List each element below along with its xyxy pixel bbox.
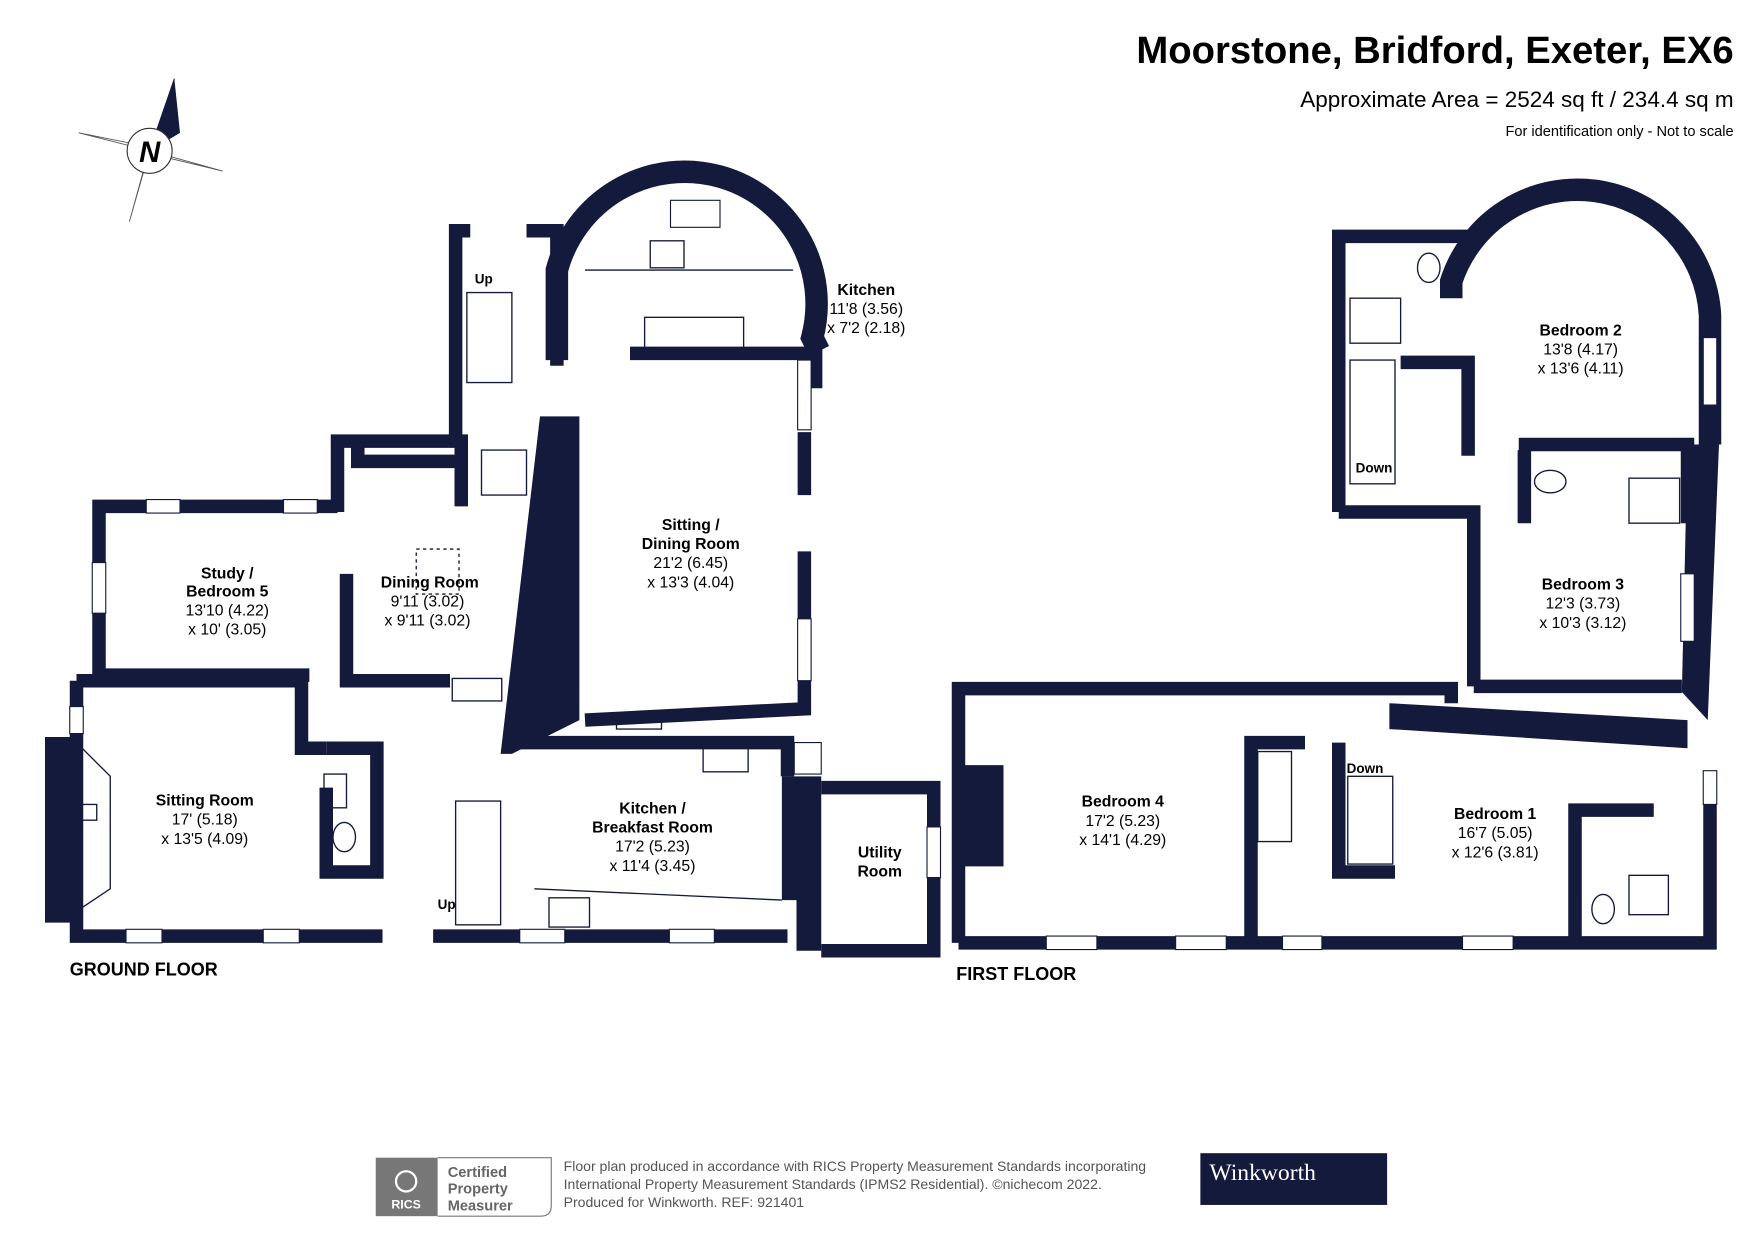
room-name: Kitchen / [619, 800, 686, 817]
room-name: Bedroom 3 [1542, 577, 1625, 594]
room-dimension: x 11'4 (3.45) [610, 858, 696, 875]
footer-text: International Property Measurement Stand… [564, 1176, 1102, 1192]
property-title: Moorstone, Bridford, Exeter, EX6 [1136, 29, 1733, 72]
room-name: Kitchen [837, 282, 895, 299]
room-bedroom-3: Bedroom 3 12'3 (3.73) x 10'3 (3.12) [1539, 577, 1626, 632]
scale-note: For identification only - Not to scale [1505, 124, 1733, 140]
room-name: Bedroom 5 [186, 583, 269, 600]
room-dining-room: Dining Room 9'11 (3.02) x 9'11 (3.02) [381, 574, 479, 629]
room-dimension: 17'2 (5.23) [615, 839, 690, 856]
winkworth-logo: Winkworth [1200, 1153, 1388, 1205]
compass-north-label: N [139, 137, 161, 169]
room-dimension: 9'11 (3.02) [391, 593, 465, 610]
room-dimension: x 12'6 (3.81) [1452, 844, 1539, 861]
room-study-bedroom-5: Study / Bedroom 5 13'10 (4.22) x 10' (3.… [185, 565, 269, 638]
room-dimension: x 10'3 (3.12) [1539, 615, 1626, 632]
room-name: Sitting / [662, 517, 720, 534]
room-name: Dining Room [642, 536, 740, 553]
room-sitting-room: Sitting Room 17' (5.18) x 13'5 (4.09) [156, 793, 254, 848]
stairs-up-label: Up [438, 897, 456, 912]
brand-name: Winkworth [1209, 1160, 1316, 1186]
ground-floor-plan: Up Up [45, 160, 942, 958]
room-dimension: x 7'2 (2.18) [827, 320, 905, 337]
room-name: Dining Room [381, 574, 479, 591]
room-bedroom-4: Bedroom 4 17'2 (5.23) x 14'1 (4.29) [1079, 794, 1166, 849]
room-name: Study / [201, 565, 254, 582]
room-name: Sitting Room [156, 793, 254, 810]
room-dimension: 21'2 (6.45) [653, 555, 728, 572]
badge-text: Property [448, 1182, 509, 1198]
room-utility: Utility Room [857, 844, 902, 880]
room-kitchen: Kitchen 11'8 (3.56) x 7'2 (2.18) [827, 282, 905, 337]
room-bedroom-1: Bedroom 1 16'7 (5.05) x 12'6 (3.81) [1452, 806, 1539, 861]
stairs-down-label: Down [1356, 461, 1393, 476]
approximate-area: Approximate Area = 2524 sq ft / 234.4 sq… [1300, 87, 1733, 112]
room-dimension: 16'7 (5.05) [1458, 825, 1533, 842]
room-dimension: x 13'6 (4.11) [1538, 361, 1624, 378]
room-dimension: x 14'1 (4.29) [1079, 832, 1166, 849]
first-floor-plan: Down Down [951, 178, 1722, 951]
badge-text: Certified [448, 1165, 507, 1181]
room-name: Utility [858, 844, 902, 861]
room-dimension: 17'2 (5.23) [1085, 813, 1160, 830]
room-dimension: 17' (5.18) [172, 812, 238, 829]
rics-badge: RICS Certified Property Measurer [375, 1157, 552, 1217]
compass-icon: N [78, 78, 223, 222]
room-dimension: 13'10 (4.22) [185, 602, 269, 619]
rics-logo-text: RICS [391, 1197, 421, 1211]
room-sitting-dining: Sitting / Dining Room 21'2 (6.45) x 13'3… [642, 517, 740, 591]
room-bedroom-2: Bedroom 2 13'8 (4.17) x 13'6 (4.11) [1538, 322, 1624, 377]
badge-text: Measurer [448, 1199, 513, 1215]
room-kitchen-breakfast: Kitchen / Breakfast Room 17'2 (5.23) x 1… [592, 800, 713, 874]
room-dimension: 12'3 (3.73) [1545, 596, 1620, 613]
room-dimension: 13'8 (4.17) [1543, 341, 1618, 358]
room-name: Bedroom 4 [1082, 794, 1165, 811]
footer-text: Floor plan produced in accordance with R… [564, 1158, 1146, 1174]
room-dimension: x 10' (3.05) [188, 622, 266, 639]
room-dimension: 11'8 (3.56) [829, 301, 903, 318]
room-name: Breakfast Room [592, 820, 713, 837]
room-dimension: x 13'3 (4.04) [647, 574, 734, 591]
stairs-down-label: Down [1347, 761, 1384, 776]
first-floor-label: FIRST FLOOR [956, 964, 1076, 984]
room-dimension: x 13'5 (4.09) [161, 831, 248, 848]
room-name: Bedroom 2 [1539, 322, 1622, 339]
footer-text: Produced for Winkworth. REF: 921401 [564, 1194, 805, 1210]
room-name: Bedroom 1 [1454, 806, 1537, 823]
stairs-up-label: Up [475, 272, 493, 287]
room-name: Room [857, 863, 902, 880]
ground-floor-label: GROUND FLOOR [70, 959, 218, 979]
room-dimension: x 9'11 (3.02) [385, 613, 471, 630]
